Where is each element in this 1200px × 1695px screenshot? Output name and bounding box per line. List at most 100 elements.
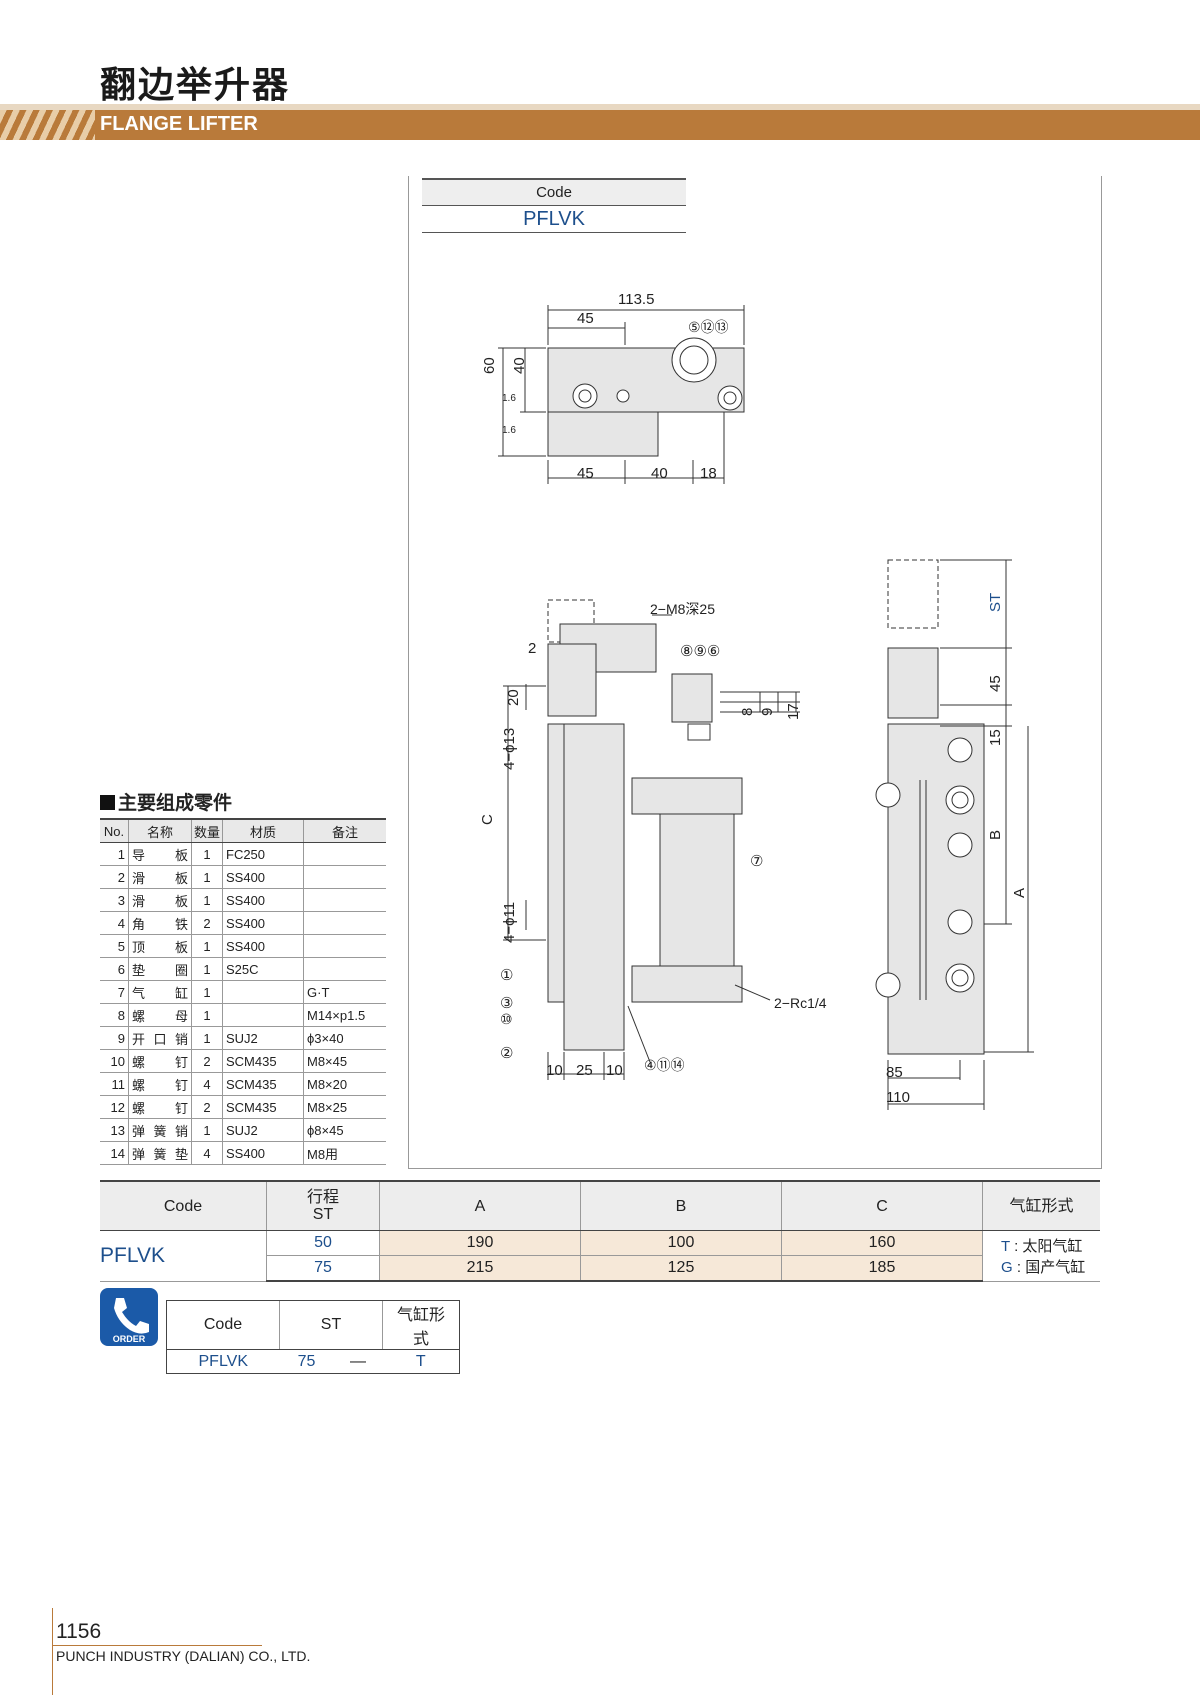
callout-nut-pin-washer: ⑧⑨⑥ bbox=[680, 643, 720, 660]
table-row: 75 215 125 185 bbox=[100, 1255, 1100, 1282]
drawing-frame bbox=[408, 176, 1102, 1169]
header-band bbox=[0, 110, 1200, 140]
part-qty: 1 bbox=[191, 934, 223, 958]
part-name: 开口销 bbox=[128, 1026, 192, 1050]
part-remark: M14×p1.5 bbox=[303, 1003, 386, 1027]
order-st: 75 bbox=[279, 1349, 334, 1374]
dims-header-a: A bbox=[379, 1180, 581, 1231]
parts-title: 主要组成零件 bbox=[100, 788, 232, 815]
part-material: S25C bbox=[222, 957, 304, 981]
part-qty: 1 bbox=[191, 888, 223, 912]
part-remark: M8×45 bbox=[303, 1049, 386, 1073]
part-name: 顶板 bbox=[128, 934, 192, 958]
dim-holes-11: 4−ϕ11 bbox=[501, 902, 518, 943]
dim-surface-1: 1.6 bbox=[502, 393, 516, 404]
part-material: SCM435 bbox=[222, 1072, 304, 1096]
dims-b: 100 bbox=[580, 1230, 782, 1256]
callout-guide-plate: ① bbox=[500, 967, 513, 984]
part-qty: 4 bbox=[191, 1141, 223, 1165]
dim-surface-2: 1.6 bbox=[502, 425, 516, 436]
part-qty: 1 bbox=[191, 842, 223, 866]
part-no: 2 bbox=[100, 865, 129, 889]
dim-bottom-45: 45 bbox=[577, 465, 594, 482]
dim-9: 9 bbox=[759, 708, 776, 716]
callout-slide-plate-3: ③ bbox=[500, 995, 513, 1012]
part-no: 12 bbox=[100, 1095, 129, 1119]
part-material: SS400 bbox=[222, 911, 304, 935]
part-material: SUJ2 bbox=[222, 1026, 304, 1050]
part-qty: 2 bbox=[191, 911, 223, 935]
dims-a: 190 bbox=[379, 1230, 581, 1256]
dim-bottom-18: 18 bbox=[700, 465, 717, 482]
dim-height-20: 20 bbox=[505, 689, 522, 706]
order-cylinder: T bbox=[382, 1349, 460, 1374]
part-name: 螺钉 bbox=[128, 1095, 192, 1119]
part-remark: M8×25 bbox=[303, 1095, 386, 1119]
front-view bbox=[503, 599, 800, 1080]
table-row: PFLVK 50 190 100 160 T : 太阳气缸 G : 国产气缸 bbox=[100, 1230, 1100, 1282]
part-material: FC250 bbox=[222, 842, 304, 866]
part-no: 13 bbox=[100, 1118, 129, 1142]
dim-bottom-10a: 10 bbox=[546, 1062, 563, 1079]
part-remark bbox=[303, 865, 386, 889]
dims-st: 75 bbox=[266, 1255, 380, 1282]
dim-side-110: 110 bbox=[886, 1089, 910, 1106]
dim-side-85: 85 bbox=[886, 1064, 903, 1081]
dims-header-cylinder: 气缸形式 bbox=[982, 1180, 1100, 1231]
footer-rule-vertical bbox=[52, 1608, 53, 1695]
parts-header-remark: 备注 bbox=[303, 818, 386, 843]
part-material: SS400 bbox=[222, 865, 304, 889]
page-number: 1156 bbox=[56, 1620, 102, 1643]
dim-b: B bbox=[987, 830, 1004, 840]
dim-bottom-25: 25 bbox=[576, 1062, 593, 1079]
part-qty: 1 bbox=[191, 865, 223, 889]
order-dash: — bbox=[333, 1349, 383, 1374]
page-title: 翻边举升器 bbox=[100, 65, 291, 106]
part-remark bbox=[303, 911, 386, 935]
part-no: 6 bbox=[100, 957, 129, 981]
square-bullet-icon bbox=[100, 795, 115, 810]
part-no: 10 bbox=[100, 1049, 129, 1073]
dims-code: PFLVK bbox=[100, 1230, 267, 1282]
side-view bbox=[875, 559, 1034, 1110]
part-material: SUJ2 bbox=[222, 1118, 304, 1142]
part-qty: 2 bbox=[191, 1095, 223, 1119]
dim-side-45: 45 bbox=[987, 675, 1004, 692]
dim-c: C bbox=[479, 814, 496, 825]
dim-bottom-10b: 10 bbox=[606, 1062, 623, 1079]
dim-overall-width: 113.5 bbox=[618, 291, 654, 308]
footer-rule-horizontal bbox=[52, 1645, 262, 1646]
part-no: 5 bbox=[100, 934, 129, 958]
part-name: 导板 bbox=[128, 842, 192, 866]
parts-header-qty: 数量 bbox=[191, 818, 223, 843]
dims-st: 50 bbox=[266, 1230, 380, 1256]
part-material bbox=[222, 1003, 304, 1027]
company-name: PUNCH INDUSTRY (DALIAN) CO., LTD. bbox=[56, 1648, 311, 1664]
dim-height-60: 60 bbox=[481, 357, 498, 374]
dims-cylinder-types: T : 太阳气缸 G : 国产气缸 bbox=[982, 1230, 1100, 1282]
part-remark: M8×20 bbox=[303, 1072, 386, 1096]
part-remark bbox=[303, 842, 386, 866]
part-no: 11 bbox=[100, 1072, 129, 1096]
part-no: 8 bbox=[100, 1003, 129, 1027]
part-remark bbox=[303, 888, 386, 912]
parts-header-no: No. bbox=[100, 818, 129, 843]
header-band-light bbox=[0, 104, 1200, 112]
order-table: Code ST 气缸形式 PFLVK 75 — T bbox=[166, 1300, 460, 1374]
part-material: SCM435 bbox=[222, 1095, 304, 1119]
part-name: 滑板 bbox=[128, 888, 192, 912]
callout-top-view: ⑤⑫⑬ bbox=[688, 319, 729, 335]
part-material: SCM435 bbox=[222, 1049, 304, 1073]
part-material: SS400 bbox=[222, 1141, 304, 1165]
